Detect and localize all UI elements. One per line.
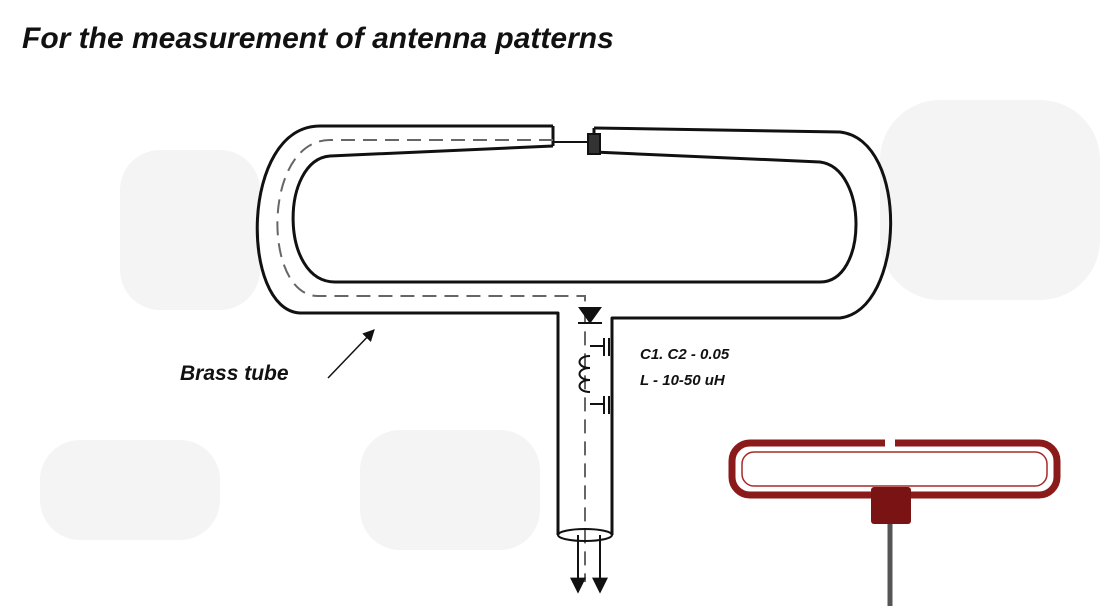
diode-icon (578, 307, 602, 324)
capacitor-c2-icon (590, 396, 610, 414)
photo-loop-inner (741, 451, 1048, 487)
inductor-icon (578, 355, 591, 393)
gap-terminal (587, 133, 601, 155)
brass-tube-pointer (327, 329, 375, 379)
inner-conductor (276, 139, 586, 582)
loop-inner-wall (291, 144, 858, 284)
antenna-photo-illustration (728, 438, 1061, 606)
page-title: For the measurement of antenna patterns (22, 22, 614, 55)
brass-tube-label: Brass tube (180, 362, 289, 385)
photo-connector (871, 487, 911, 524)
photo-loop-gap (885, 438, 895, 450)
circuit-components (578, 307, 610, 414)
components-label-line1: C1. C2 - 0.05 (640, 346, 730, 363)
brass-tube-loop (255, 124, 893, 535)
gap-connection (553, 133, 601, 155)
faint-background (40, 100, 1100, 550)
stem-output (557, 528, 613, 594)
capacitor-c1-icon (590, 338, 610, 356)
loop-outer-wall-right (593, 126, 893, 535)
loop-outer-wall (255, 124, 560, 535)
tube-end-ellipse (557, 528, 613, 542)
components-label-line2: L - 10-50 uH (640, 372, 726, 389)
